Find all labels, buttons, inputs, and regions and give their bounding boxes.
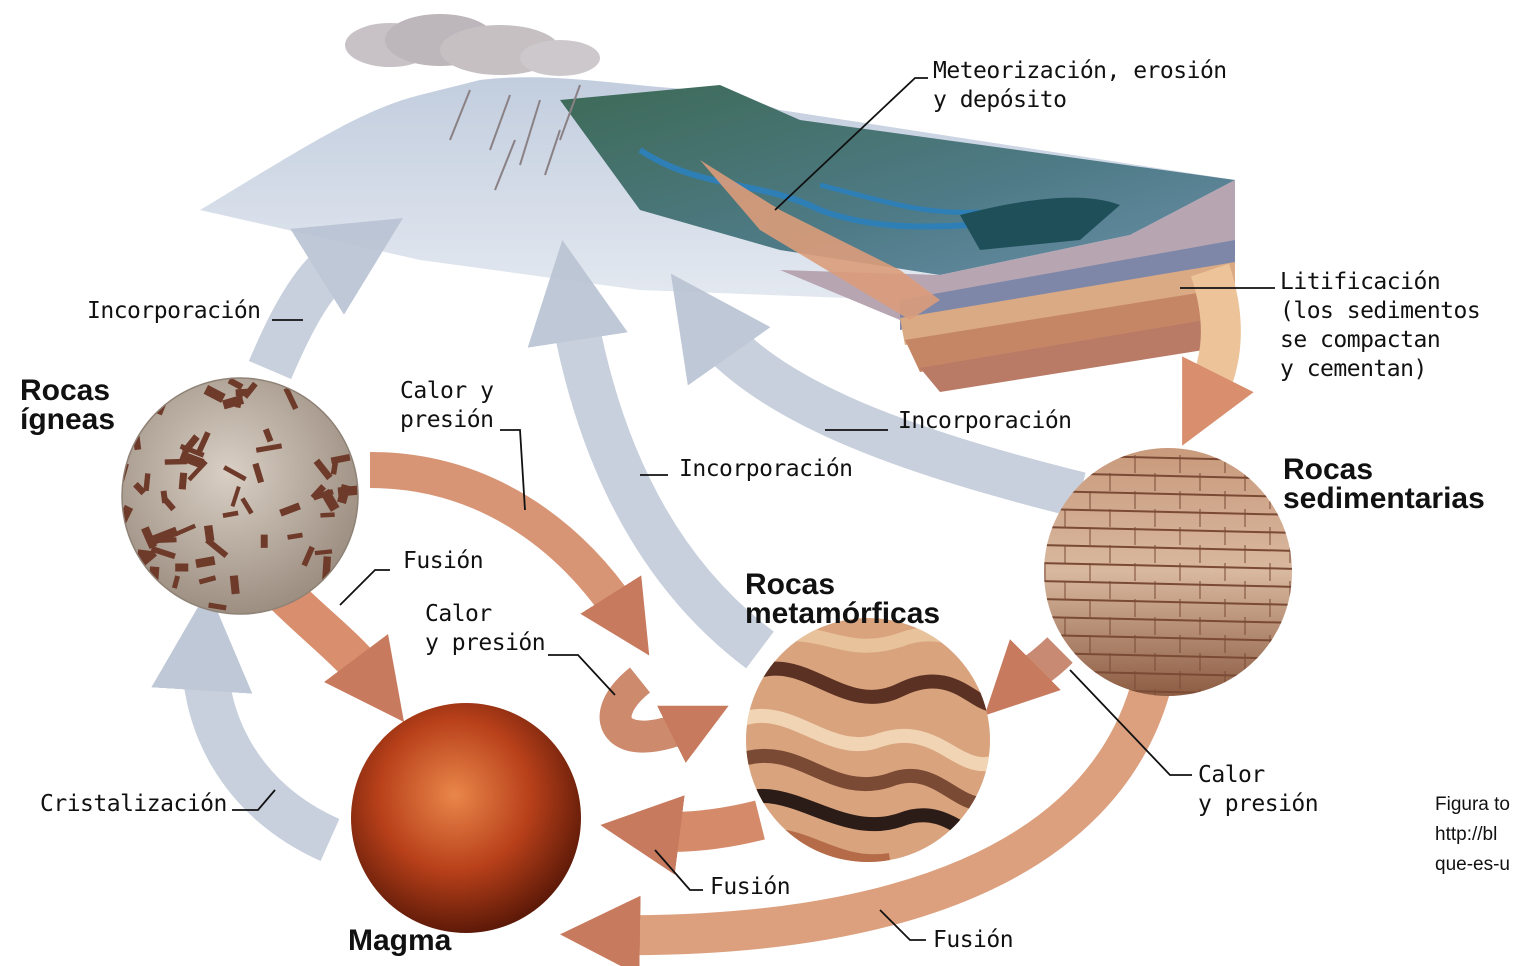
fusion-metamorphic-label: Fusión: [710, 873, 790, 902]
incorporation-mid-label: Incorporación: [679, 455, 853, 484]
fusion-igneous-label: Fusión: [403, 547, 483, 576]
incorporation-right-label: Incorporación: [898, 407, 1072, 436]
heat-pressure-mid-label: Calor y presión: [425, 600, 545, 658]
figure-caption: Figura to http://bl que-es-u: [1435, 790, 1519, 880]
fusion-sedimentary-label: Fusión: [933, 926, 1013, 955]
weathering-label: Meteorización, erosión y depósito: [933, 57, 1227, 115]
igneous-rock: [115, 376, 362, 621]
metamorphic-rock: [740, 618, 1000, 862]
metamorphic-rocks-label: Rocas metamórficas: [745, 570, 940, 628]
crystallization-label: Cristalización: [40, 790, 227, 819]
incorporation-left-label: Incorporación: [87, 297, 261, 326]
sedimentary-rocks-label: Rocas sedimentarias: [1283, 455, 1485, 513]
heat-pressure-top-label: Calor y presión: [400, 377, 493, 435]
lithification-label: Litificación (los sedimentos se compacta…: [1280, 268, 1480, 384]
magma-sphere: [351, 703, 581, 933]
magma-label: Magma: [348, 926, 451, 955]
sedimentary-rock: [1040, 448, 1300, 707]
heat-pressure-right-label: Calor y presión: [1198, 761, 1318, 819]
igneous-rocks-label: Rocas ígneas: [20, 376, 115, 434]
